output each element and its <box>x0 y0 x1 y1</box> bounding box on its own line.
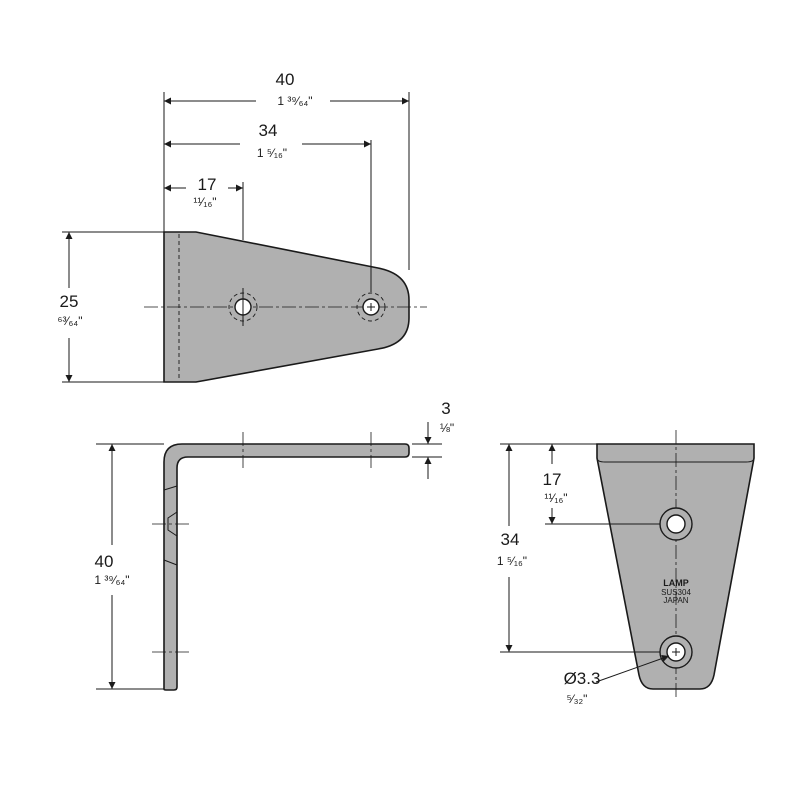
dim-hole-far-mm: 34 <box>259 121 278 140</box>
front-view: LAMP SUS304 JAPAN 17 ¹¹⁄₁₆" 34 1 ⁵⁄₁₆" Ø… <box>497 430 755 706</box>
dim-front-lower-mm: 34 <box>501 530 520 549</box>
dim-height-mm: 25 <box>60 292 79 311</box>
dim-thickness-mm: 3 <box>441 399 450 418</box>
dim-hole-near-mm: 17 <box>198 175 217 194</box>
dim-hole-far-inch: 1 ⁵⁄₁₆" <box>257 146 287 160</box>
marking-material: SUS304 <box>661 588 691 597</box>
front-view-plate <box>596 443 755 690</box>
marking-brand: LAMP <box>663 578 689 588</box>
dim-side-height-inch: 1 ³⁹⁄₆₄" <box>94 573 129 587</box>
dim-diameter-mm: Ø3.3 <box>564 669 601 688</box>
side-view-countersink <box>167 511 178 537</box>
side-view: 40 1 ³⁹⁄₆₄" 3 ⅛" <box>94 399 454 691</box>
top-view: 40 1 ³⁹⁄₆₄" 34 1 ⁵⁄₁₆" 17 ¹¹⁄₁₆" 25 ⁶³⁄₆… <box>58 70 427 383</box>
dim-line-diameter-leader <box>595 655 670 683</box>
dim-front-lower-inch: 1 ⁵⁄₁₆" <box>497 554 527 568</box>
marking-origin: JAPAN <box>663 596 688 605</box>
dim-thickness-inch: ⅛" <box>440 421 454 435</box>
dim-height-inch: ⁶³⁄₆₄" <box>58 314 83 328</box>
dim-side-height-mm: 40 <box>95 552 114 571</box>
front-view-hole-upper <box>666 514 686 534</box>
dim-front-upper-mm: 17 <box>543 470 562 489</box>
dim-diameter-inch: ⁵⁄₃₂" <box>567 692 588 706</box>
dim-front-upper-inch: ¹¹⁄₁₆" <box>544 491 567 505</box>
top-view-hole-far-countersink <box>356 292 386 322</box>
side-view-bracket <box>163 443 410 691</box>
dim-overall-inch: 1 ³⁹⁄₆₄" <box>277 94 312 108</box>
dim-overall-mm: 40 <box>276 70 295 89</box>
dim-hole-near-inch: ¹¹⁄₁₆" <box>193 195 216 209</box>
